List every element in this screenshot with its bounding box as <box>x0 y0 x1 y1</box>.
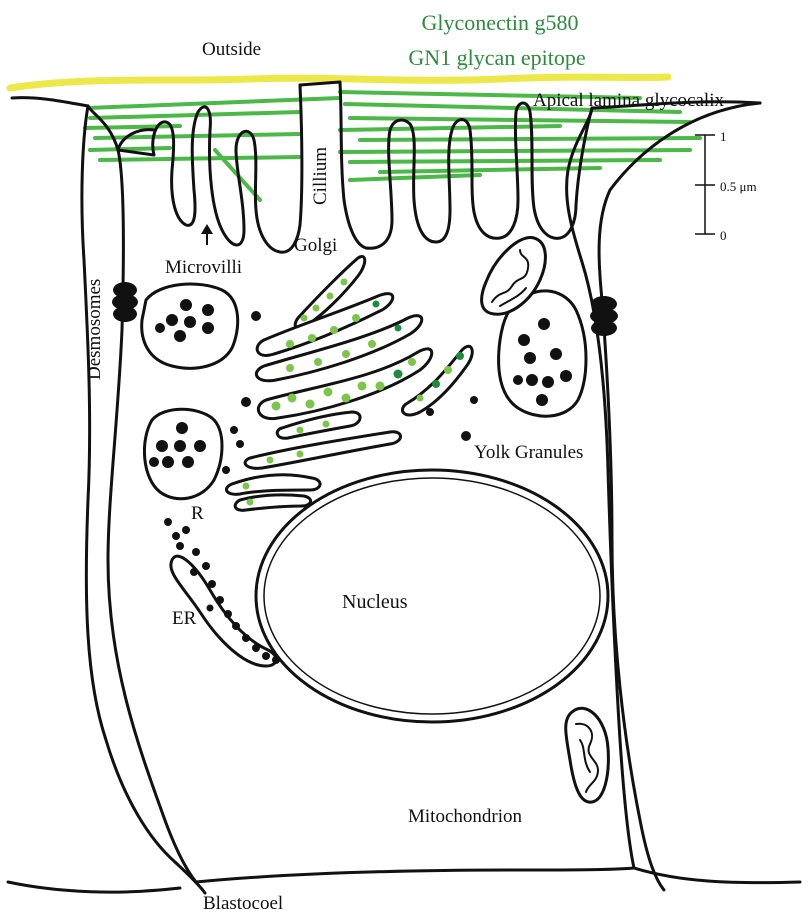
scale-label-mid: 0.5 μm <box>720 179 757 194</box>
desmosomes-label: Desmosomes <box>84 279 105 380</box>
desmosome-left <box>112 282 138 322</box>
cillium-label: Cillium <box>310 147 331 205</box>
outside-label: Outside <box>202 39 261 60</box>
mitochondrion-label: Mitochondrion <box>408 806 522 827</box>
microvilli-label: Microvilli <box>165 257 242 278</box>
r-label: R <box>191 503 204 524</box>
apical-membrane <box>12 98 88 106</box>
yolk-granules-label: Yolk Granules <box>474 442 583 463</box>
bottom-left-curve <box>8 882 180 892</box>
golgi-label: Golgi <box>294 235 337 256</box>
basal-membrane <box>196 868 634 882</box>
desmosome-right <box>590 296 618 336</box>
apical-label: Apical lamina glycocalix <box>533 90 724 111</box>
nucleus-label: Nucleus <box>342 591 408 613</box>
microvilli-left <box>118 85 302 252</box>
blastocoel-label: Blastocoel <box>203 893 283 913</box>
scale-label-top: 1 <box>720 129 727 144</box>
microvilli-arrowhead <box>201 224 213 234</box>
glycan-epitope-title: GN1 glycan epitope <box>408 45 585 70</box>
er-label: ER <box>172 608 197 629</box>
glyconectin-title: Glyconectin g580 <box>421 10 578 35</box>
scale-label-bottom: 0 <box>720 228 727 243</box>
nucleus-outer <box>256 470 608 722</box>
scale-bar <box>695 135 715 234</box>
